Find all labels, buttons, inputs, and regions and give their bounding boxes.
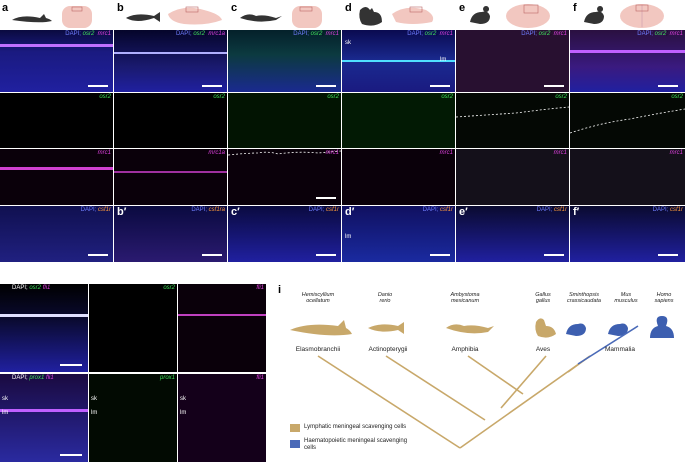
zebrafish-icon [368,322,404,334]
tile-e-merge: DAPI; osr2; mrc1 [456,30,569,92]
panel-letter-f-prime: f′ [573,206,580,218]
tile-g-merge: DAPI; osr2 fli1 [0,284,88,372]
chicken-icon [535,318,556,338]
panel-letter-d: d [345,2,352,14]
zebrafish-brain-icon [126,6,222,25]
shark-brain-icon [12,6,92,28]
tile-a-mrc1: mrc1 [0,149,113,205]
tile-f-mrc1: mrc1 [570,149,685,205]
tile-a-merge: DAPI; osr2; mrc1 [0,30,113,92]
axolotl-icon [446,324,494,334]
tile-e-csf1r: DAPI; csf1r [456,206,569,262]
tile-f-merge: DAPI; osr2; mrc1 [570,30,685,92]
tile-c-merge: DAPI; osr2; mrc1 [228,30,341,92]
axolotl-brain-icon [240,6,322,28]
panel-letter-c-prime: c′ [231,206,240,218]
clade-elasmobranchii: Elasmobranchii [295,346,341,353]
panel-letter-i: i [278,284,282,296]
tile-g-fli1: fli1 [178,284,266,372]
sk-label: sk [345,40,351,46]
tile-e-mrc1: mrc1 [456,149,569,205]
tile-f-osr2: osr2 [570,93,685,148]
panel-letter-e: e [459,2,466,14]
human-icon [650,316,674,338]
tile-g-osr2: osr2 [89,284,177,372]
clade-actinopterygii: Actinopterygii [368,346,408,353]
panel-letter-a: a [2,2,9,14]
tile-b-osr2: osr2 [114,93,227,148]
tile-b-csf1ra: DAPI; csf1ra [114,206,227,262]
tile-d-mrc1: mrc1 [342,149,455,205]
panel-letter-b-prime: b′ [117,206,127,218]
tile-h-prox1: prox1 sk lm [89,374,177,462]
clade-amphibia: Amphibia [451,346,479,353]
clade-mammalia: Mammalia [605,346,635,353]
chicken-brain-icon [359,6,434,26]
tile-b-merge: DAPI; osr2; mrc1a [114,30,227,92]
phylogeny-tree [290,316,674,449]
tile-a-csf1r: DAPI; csf1r [0,206,113,262]
panel-letter-b: b [117,2,124,14]
panel-letter-d-prime: d′ [345,206,355,218]
tile-d-merge: DAPI; osr2; mrc1 sk lm [342,30,455,92]
panel-letter-f: f [573,2,577,14]
dunnart-icon [566,323,586,336]
legend-swatch-haematopoietic [290,440,300,448]
tile-c-mrc1: mrc1 [228,149,341,205]
lm-label: lm [440,57,447,63]
legend-lymphatic: Lymphatic meningeal scavenging cells [304,424,407,430]
tile-h-merge: DAPI; prox1 fli1 sk lm [0,374,88,462]
dunnart-brain-icon [584,4,664,28]
tile-e-osr2: osr2 [456,93,569,148]
clade-aves: Aves [535,346,551,353]
mouse-icon [608,323,628,336]
mouse-brain-icon [470,4,550,28]
tile-a-osr2: osr2 [0,93,113,148]
tile-c-csf1r: DAPI; csf1r [228,206,341,262]
tile-c-osr2: osr2 [228,93,341,148]
tile-f-csf1r: DAPI; csf1r [570,206,685,262]
legend-haematopoietic: Haematopoietic meningeal scavenging cell… [304,438,408,452]
tile-d-csf1r: DAPI; csf1r lm [342,206,455,262]
shark-icon [290,320,352,336]
tile-h-fli1: fli1 sk lm [178,374,266,462]
tile-b-mrc1a: mrc1a [114,149,227,205]
tile-d-osr2: osr2 [342,93,455,148]
panel-letter-c: c [231,2,238,14]
panel-letter-e-prime: e′ [459,206,468,218]
legend-swatch-lymphatic [290,424,300,432]
